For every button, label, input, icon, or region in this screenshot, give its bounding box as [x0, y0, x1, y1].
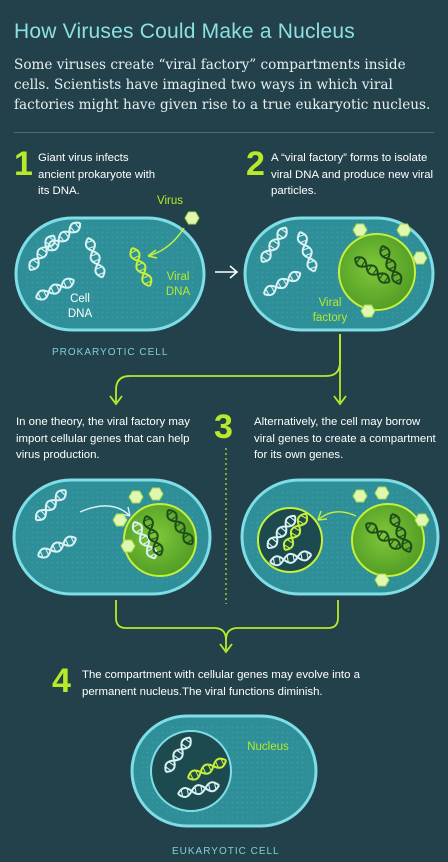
virus-particle-icon [412, 251, 428, 265]
page-title: How Viruses Could Make a Nucleus [14, 20, 355, 43]
viral-factory-label-line1: Viral [318, 297, 342, 309]
divider [14, 132, 434, 133]
new-compartment [257, 507, 323, 573]
eukaryotic-cell [130, 714, 318, 828]
step-text-1: Giant virus infects ancient prokaryote w… [38, 152, 156, 197]
eukaryotic-cell-caption: EUKARYOTIC CELL [172, 846, 280, 857]
virus-label: Virus [157, 195, 183, 207]
intro-text: Some viruses create “viral factory” comp… [14, 57, 431, 113]
step-text-2: A “viral factory” forms to isolate viral… [271, 152, 434, 197]
flow-line [115, 600, 227, 650]
prokaryotic-cell-1 [14, 211, 206, 332]
virus-particle-icon [148, 487, 164, 501]
import-arrow [79, 505, 131, 517]
prokaryotic-cell-3b [240, 478, 440, 596]
cell-dna-label-line1: Cell [70, 293, 90, 305]
prokaryotic-cell-caption: PROKARYOTIC CELL [52, 347, 169, 358]
step-number-2: 2 [246, 145, 265, 183]
arrow-icon [215, 265, 239, 279]
step-text-3-right: Alternatively, the cell may borrow viral… [254, 416, 436, 461]
virus-particle-icon [374, 573, 390, 587]
virus-particle-icon [128, 490, 144, 504]
virus-particle-icon [112, 513, 128, 527]
step-number-3: 3 [214, 408, 233, 446]
borrow-arrow [317, 511, 357, 521]
step-text-4: The compartment with cellular genes may … [82, 669, 360, 698]
virus-particle-icon [360, 304, 376, 318]
virus-particle-icon [374, 486, 390, 500]
nucleus-label: Nucleus [247, 741, 289, 753]
prokaryotic-cell-2 [243, 216, 435, 332]
virus-particle-icon [352, 223, 368, 237]
virus-particle-icon [414, 513, 430, 527]
flow-line [115, 334, 341, 402]
prokaryotic-cell-3a [12, 478, 212, 596]
virus-particle-icon [396, 223, 412, 237]
viral-dna-label-line2: DNA [165, 286, 191, 298]
viral-factory [123, 503, 197, 577]
viral-factory-label-line2: factory [312, 312, 348, 324]
virus-particle-icon [352, 489, 368, 503]
cell-dna-label-line2: DNA [67, 308, 93, 320]
injection-arrow [147, 227, 185, 257]
step-number-4: 4 [52, 662, 71, 700]
flow-line [225, 600, 339, 641]
virus-particle-icon [184, 211, 200, 225]
virus-particle-icon [120, 539, 136, 553]
viral-dna-label-line1: Viral [166, 271, 190, 283]
step-number-1: 1 [14, 145, 33, 183]
step-text-3-left: In one theory, the viral factory may imp… [16, 416, 190, 461]
